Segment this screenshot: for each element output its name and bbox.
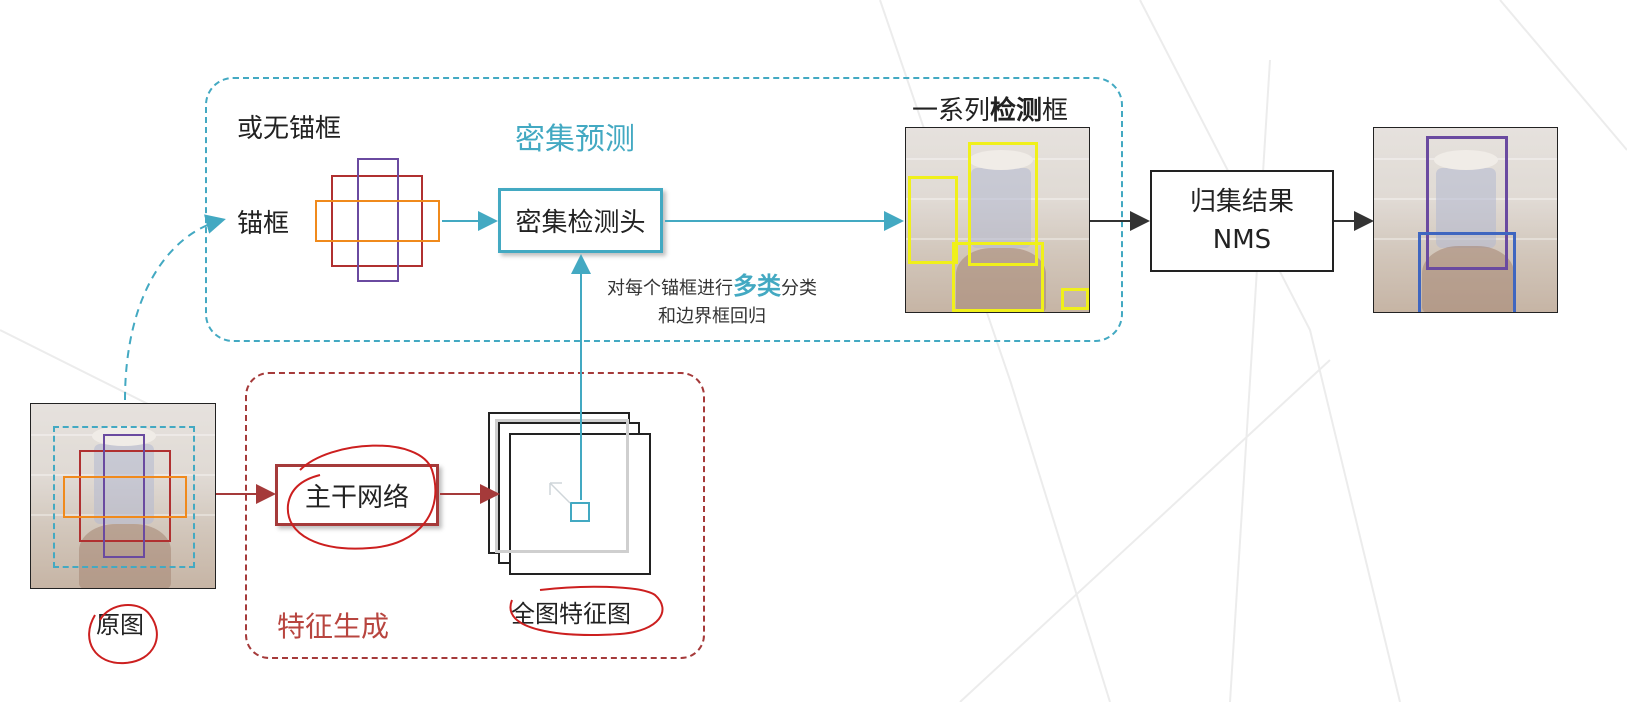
anchor-boxes-icon	[315, 158, 440, 282]
backbone-box: 主干网络	[275, 464, 439, 526]
head-note-after: 分类	[781, 278, 817, 299]
dense-detection-head-label: 密集检测头	[515, 208, 646, 238]
detection-box	[908, 176, 958, 264]
photo-veil	[1374, 128, 1557, 312]
horse-shape	[956, 248, 1046, 312]
backbone-label: 主干网络	[304, 482, 409, 513]
detections-title-after: 框	[1042, 96, 1069, 126]
hat-shape	[969, 150, 1033, 170]
hat-shape	[1434, 150, 1498, 170]
anchor-box-red	[331, 175, 423, 267]
detection-box	[968, 142, 1038, 266]
anchor-box-orange	[315, 200, 440, 242]
anchor-region-dashed	[53, 426, 195, 568]
dense-prediction-region	[205, 77, 1123, 342]
final-result-image	[1373, 127, 1558, 313]
final-box-person	[1426, 136, 1508, 270]
person-shape	[971, 168, 1031, 248]
head-note-before: 对每个锚框进行	[607, 278, 733, 299]
feature-cell-projection	[549, 482, 571, 504]
nms-label-line2: NMS	[1212, 225, 1272, 255]
anchor-box-purple	[357, 158, 399, 282]
detections-title: 一系列检测框	[912, 90, 1068, 127]
detection-box	[1061, 288, 1089, 310]
anchor-box-purple	[103, 434, 145, 558]
nms-box: 归集结果 NMS	[1150, 170, 1334, 272]
dense-detection-head-box: 密集检测头	[498, 188, 663, 253]
final-box-horse	[1418, 232, 1516, 312]
horse-shape	[1422, 246, 1514, 312]
annotation-circle-backbone	[286, 444, 437, 550]
annotation-circle-feature-map	[509, 585, 664, 636]
head-note-emphasis: 多类	[733, 272, 781, 300]
anchor-free-label: 或无锚框	[237, 114, 342, 144]
head-note-line1: 对每个锚框进行多类分类	[592, 272, 832, 303]
nms-label-line1: 归集结果	[1189, 187, 1294, 217]
detections-title-emphasis: 检测	[990, 96, 1043, 126]
feature-cell	[570, 502, 590, 522]
feature-stack-icon	[488, 412, 653, 580]
hat-shape	[92, 426, 156, 446]
annotation-circle-original	[88, 603, 158, 665]
arrow-icon	[124, 214, 226, 401]
anchor-label: 锚框	[237, 209, 290, 239]
feature-generation-title: 特征生成	[277, 610, 390, 643]
head-note: 对每个锚框进行多类分类 和边界框回归	[592, 272, 832, 331]
detections-title-before: 一系列	[912, 96, 991, 126]
detections-image	[905, 127, 1090, 313]
original-image	[30, 403, 216, 589]
detection-box	[952, 242, 1044, 312]
dense-prediction-title: 密集预测	[515, 122, 635, 157]
photo-veil	[906, 128, 1089, 312]
anchor-box-orange	[63, 476, 187, 518]
feature-map-label: 全图特征图	[511, 600, 631, 628]
head-note-line2: 和边界框回归	[658, 306, 766, 327]
feature-generation-region	[245, 372, 705, 659]
anchor-box-red	[79, 450, 171, 542]
